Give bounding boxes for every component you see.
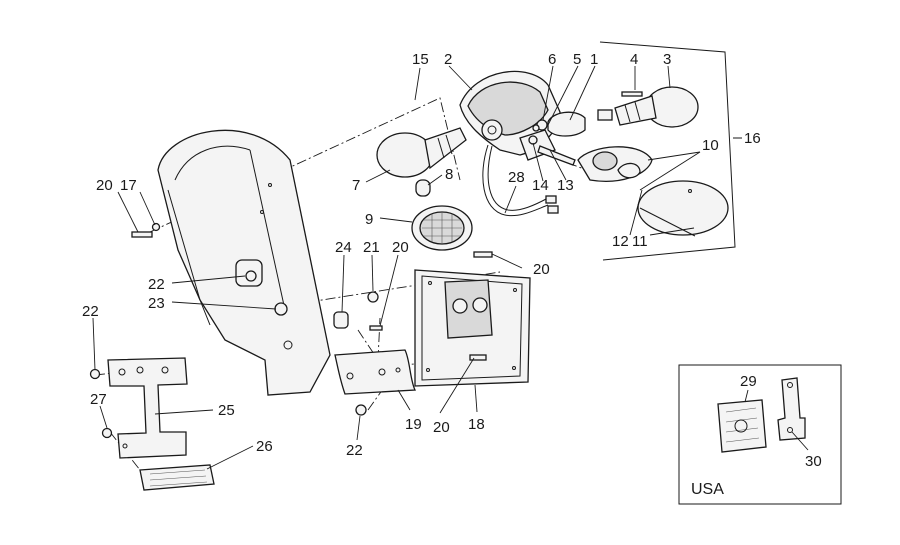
callout-9: 9	[365, 211, 373, 228]
callout-27: 27	[90, 391, 107, 408]
usa-inset	[678, 364, 842, 505]
callout-20-bottom: 20	[433, 419, 450, 436]
round-reflector	[411, 205, 473, 251]
side-reflector-29	[717, 399, 767, 453]
callout-7: 7	[352, 177, 360, 194]
nut-22-lower	[355, 404, 367, 416]
nut-27	[101, 427, 113, 439]
callout-22-left: 22	[82, 303, 99, 320]
callout-26: 26	[256, 438, 273, 455]
callout-5: 5	[573, 51, 581, 68]
callout-2: 2	[444, 51, 452, 68]
callout-17: 17	[120, 177, 137, 194]
callout-14: 14	[532, 177, 549, 194]
reflector-bracket-30	[777, 377, 806, 441]
callout-16: 16	[744, 130, 761, 147]
nut-22-left	[89, 368, 101, 380]
tail-lens-cover	[637, 180, 729, 237]
callout-15: 15	[412, 51, 429, 68]
screw-20-mid	[369, 325, 383, 331]
fender-screw-17-20	[131, 222, 161, 238]
fender-grommets	[235, 259, 288, 316]
callout-24: 24	[335, 239, 352, 256]
tail-light-housing	[459, 70, 561, 161]
callout-18: 18	[468, 416, 485, 433]
callout-13: 13	[557, 177, 574, 194]
callout-10: 10	[702, 137, 719, 154]
callout-22-bottom: 22	[346, 442, 363, 459]
callout-3: 3	[663, 51, 671, 68]
bracket-19	[334, 349, 417, 395]
callout-11: 11	[632, 233, 648, 250]
bulb-8	[415, 179, 431, 197]
callout-20-right: 20	[533, 261, 550, 278]
callout-labels: 15 2 6 5 1 4 3 10 16 7 8 28 14 13 20 17 …	[82, 51, 822, 498]
leader-lines	[92, 65, 809, 470]
callout-6: 6	[548, 51, 556, 68]
callout-4: 4	[630, 51, 638, 68]
callout-21: 21	[363, 239, 380, 256]
callout-25: 25	[218, 402, 235, 419]
callout-20-mid: 20	[392, 239, 409, 256]
cable-28	[482, 144, 559, 217]
group-16-bracket	[599, 41, 742, 261]
callout-8: 8	[445, 166, 453, 183]
callout-20-top-left: 20	[96, 177, 113, 194]
left-indicator	[376, 127, 467, 178]
bolt-24	[333, 311, 349, 329]
callout-29: 29	[740, 373, 757, 390]
callout-19: 19	[405, 416, 422, 433]
callout-1: 1	[590, 51, 598, 68]
plate-bracket-25	[107, 357, 188, 459]
right-indicator	[597, 86, 699, 128]
screw-4	[621, 91, 643, 97]
usa-inset-label: USA	[691, 481, 724, 498]
bulb-holder	[528, 111, 586, 166]
callout-23: 23	[148, 295, 165, 312]
license-plate-holder	[414, 251, 531, 387]
rear-reflector-26	[139, 464, 215, 491]
callout-28: 28	[508, 169, 525, 186]
nut-21	[367, 291, 379, 303]
callout-22-fender: 22	[148, 276, 165, 293]
callout-30: 30	[805, 453, 822, 470]
tail-lens-gasket	[577, 146, 653, 182]
callout-12: 12	[612, 233, 629, 250]
